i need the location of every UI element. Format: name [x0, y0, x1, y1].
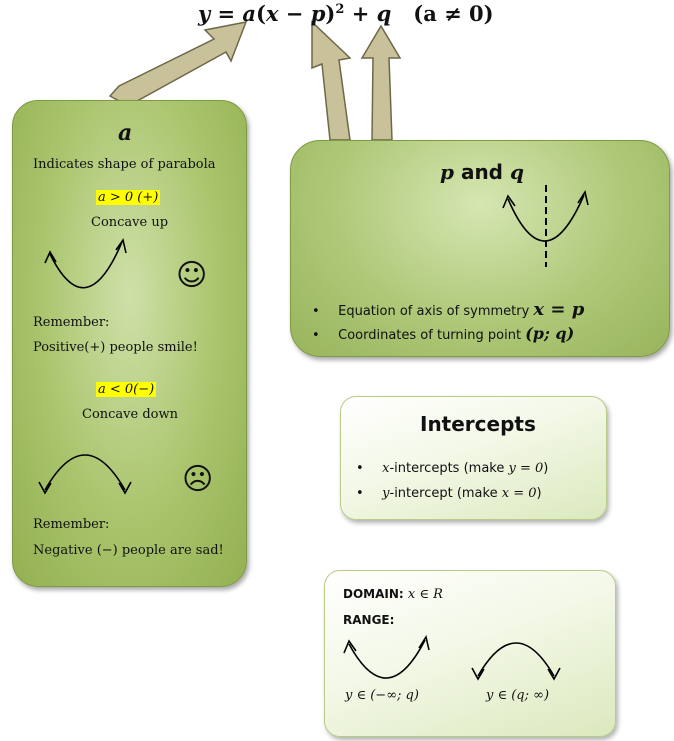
- negative-sad-note: Negative (−) people are sad!: [33, 543, 224, 558]
- intercepts-title: Intercepts: [420, 412, 536, 436]
- range-up-value: y ∈ (−∞; q): [345, 688, 419, 703]
- positive-smile-note: Positive(+) people smile!: [33, 340, 198, 355]
- domain-line: DOMAIN: x ∈ R: [343, 587, 443, 602]
- range-upward-parabola: [343, 634, 430, 679]
- concave-down-label: Concave down: [82, 407, 178, 422]
- smiley-face-icon: ☺: [176, 258, 208, 293]
- nonzero-condition: (a ≠ 0): [413, 1, 494, 26]
- x-intercepts-bullet: x-intercepts (make y = 0): [356, 461, 548, 476]
- range-down-value: y ∈ (q; ∞): [486, 688, 550, 703]
- vertex-form-formula: y = a(x − p)2 + q(a ≠ 0): [198, 1, 494, 26]
- concave-down-parabola: [38, 454, 132, 495]
- a-box-title: a: [118, 120, 133, 146]
- axis-of-symmetry-diagram: [502, 185, 589, 267]
- arrow-from-q: [360, 24, 402, 141]
- p-and-q-title: p and q: [440, 160, 524, 184]
- range-downward-parabola: [471, 642, 561, 681]
- domain-range-box: [324, 570, 616, 737]
- a-positive-condition: a > 0 (+): [96, 190, 161, 205]
- p-and-q-box: [290, 140, 670, 357]
- a-negative-condition: a < 0(−): [96, 382, 157, 397]
- shape-description: Indicates shape of parabola: [33, 157, 216, 172]
- a-coefficient-box: [12, 100, 247, 587]
- sad-face-icon: ☹: [182, 462, 214, 497]
- turning-point-bullet: Coordinates of turning point (p; q): [312, 324, 574, 343]
- arrow-from-a-box: [108, 21, 248, 107]
- concave-up-label: Concave up: [91, 215, 169, 230]
- axis-symmetry-bullet: Equation of axis of symmetry x = p: [312, 299, 584, 320]
- range-label: RANGE:: [343, 613, 395, 627]
- concave-up-parabola: [44, 238, 127, 289]
- y-intercept-bullet: y-intercept (make x = 0): [356, 486, 541, 501]
- remember-label-2: Remember:: [33, 517, 110, 532]
- remember-label-1: Remember:: [33, 315, 110, 330]
- arrow-from-p: [311, 20, 352, 141]
